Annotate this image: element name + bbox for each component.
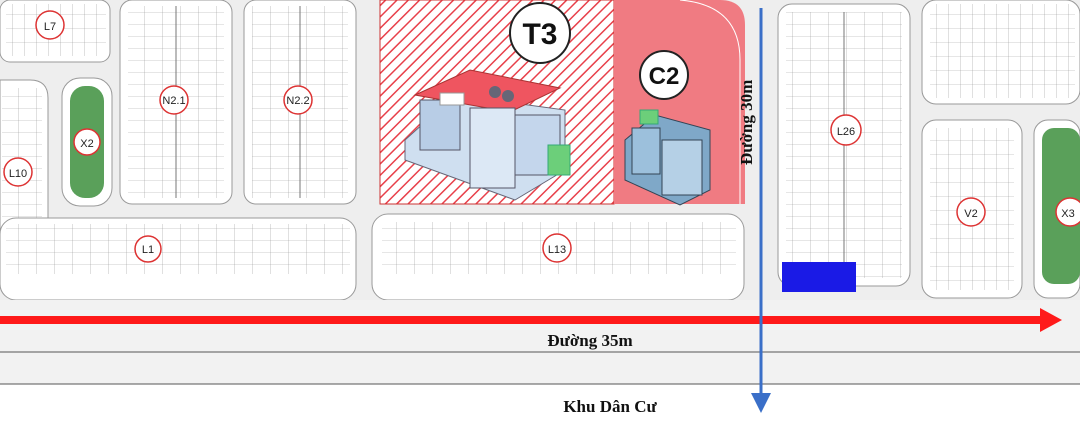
blue-direction-arrow (751, 8, 771, 413)
block-label-n2-2: N2.2 (286, 95, 309, 107)
block-v2: V2 (921, 119, 1023, 299)
block-l13: L13 (371, 213, 745, 301)
block-label-t3: T3 (522, 18, 557, 51)
block-n2-1: N2.1 (119, 0, 233, 205)
office-building-icon (624, 109, 711, 206)
block-l1: L1 (0, 217, 357, 301)
block-label-l13: L13 (548, 244, 566, 256)
road-35m: Đường 35m (0, 300, 1080, 385)
block-l7: L7 (0, 0, 111, 63)
block-t3-school: T3 (379, 0, 615, 205)
block-label-v2: V2 (964, 208, 977, 220)
highlight-marker (782, 262, 856, 292)
block-label-n2-1: N2.1 (162, 95, 185, 107)
road-30m-label: Đường 30m (737, 80, 756, 165)
block-label-x2: X2 (80, 138, 93, 150)
school-building-icon (404, 69, 571, 201)
block-x2-park: X2 (61, 77, 113, 207)
block-top-right (921, 0, 1080, 105)
block-n2-2: N2.2 (243, 0, 357, 205)
block-l10: L10 (0, 79, 49, 249)
block-label-x3: X3 (1061, 208, 1074, 220)
block-l26: L26 (777, 3, 911, 287)
red-direction-arrow (0, 308, 1062, 332)
block-label-l1: L1 (142, 244, 154, 256)
block-x3-park: X3 (1033, 119, 1080, 299)
block-label-l10: L10 (9, 168, 27, 180)
block-label-l7: L7 (44, 21, 56, 33)
road-35m-label: Đường 35m (547, 331, 632, 350)
block-label-c2: C2 (649, 63, 680, 90)
block-c2: C2 (614, 0, 745, 206)
residential-area-label: Khu Dân Cư (563, 397, 657, 416)
block-label-l26: L26 (837, 126, 855, 138)
